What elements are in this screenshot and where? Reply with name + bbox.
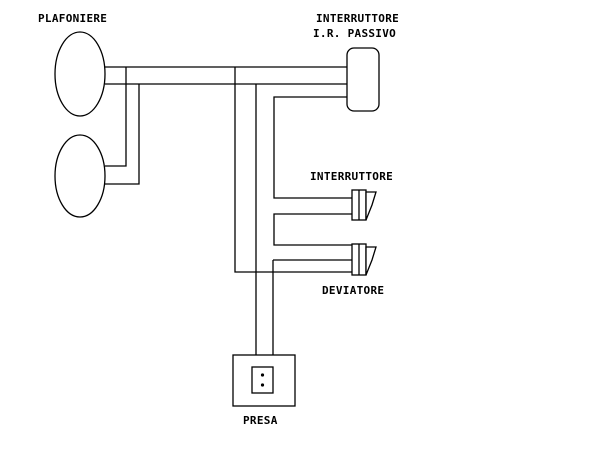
label-pir-switch-line2: I.R. PASSIVO — [313, 27, 397, 40]
outlet-symbol — [232, 354, 296, 407]
switch-link-wire — [273, 213, 352, 246]
label-pir-switch-line1: INTERRUTTORE — [316, 12, 400, 25]
diverter-symbol — [351, 243, 377, 276]
pir-switch-box — [346, 47, 380, 112]
label-plafoniere: PLAFONIERE — [38, 12, 108, 25]
switch-symbol — [351, 189, 377, 221]
main-trunk — [105, 66, 347, 85]
ceiling-light-bottom — [54, 134, 106, 218]
ceiling-light-top — [54, 31, 106, 117]
label-deviatore: DEVIATORE — [322, 284, 385, 297]
label-presa: PRESA — [243, 414, 278, 427]
vertical-risers — [234, 67, 274, 355]
label-interruttore: INTERRUTTORE — [310, 170, 394, 183]
light-branch — [105, 67, 140, 185]
pir-switch-wire — [273, 96, 352, 199]
